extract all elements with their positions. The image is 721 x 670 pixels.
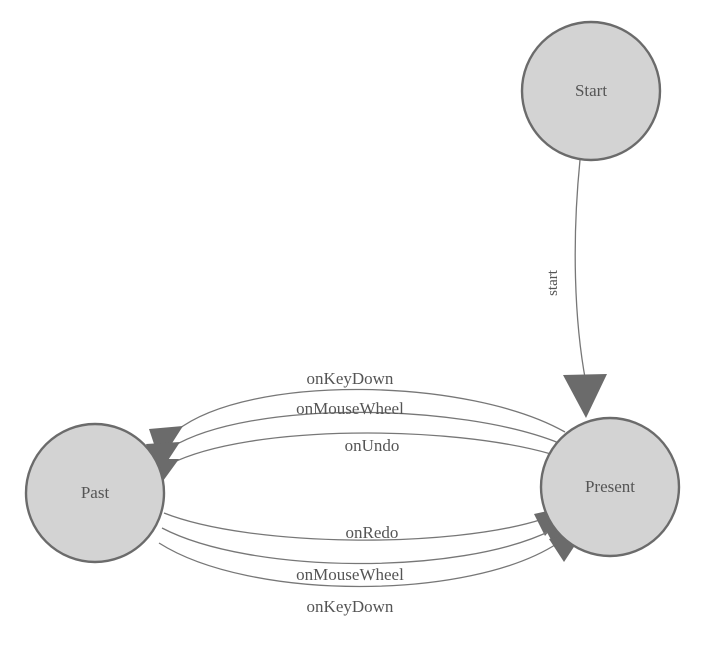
edge-label-start: start [545,269,561,296]
node-present-circle[interactable] [539,416,681,558]
edge-redo-path [163,512,544,541]
edge-start-to-present[interactable]: start [545,159,607,418]
node-present-label: Present [585,477,635,496]
node-start-label: Start [575,81,607,100]
node-start-circle[interactable] [520,20,662,162]
edge-start-path [574,159,587,384]
edge-label-keydown-up: onKeyDown [307,369,394,388]
edge-label-keydown-down: onKeyDown [307,597,394,616]
edge-undo-path [169,432,552,465]
node-past-label: Past [81,483,110,502]
edge-wheel-down-path [161,527,553,565]
edge-past-to-present-redo[interactable]: onRedo [163,506,570,542]
edge-label-wheel-up: onMouseWheel [296,399,404,418]
edge-label-redo: onRedo [346,523,399,542]
node-past-circle[interactable] [24,422,166,564]
edge-wheel-up-path [171,411,560,448]
edge-keydown-up-path [175,388,566,433]
edge-past-to-present-keydown[interactable]: onKeyDown [158,530,585,616]
edge-keydown-down-path [158,542,559,588]
node-start[interactable]: Start [520,20,662,162]
arrowhead-present-start [563,374,607,418]
node-present[interactable]: Present [539,416,681,558]
edge-label-wheel-down: onMouseWheel [296,565,404,584]
edge-label-undo: onUndo [345,436,400,455]
node-past[interactable]: Past [24,422,166,564]
edge-present-to-past-undo[interactable]: onUndo [146,432,552,492]
